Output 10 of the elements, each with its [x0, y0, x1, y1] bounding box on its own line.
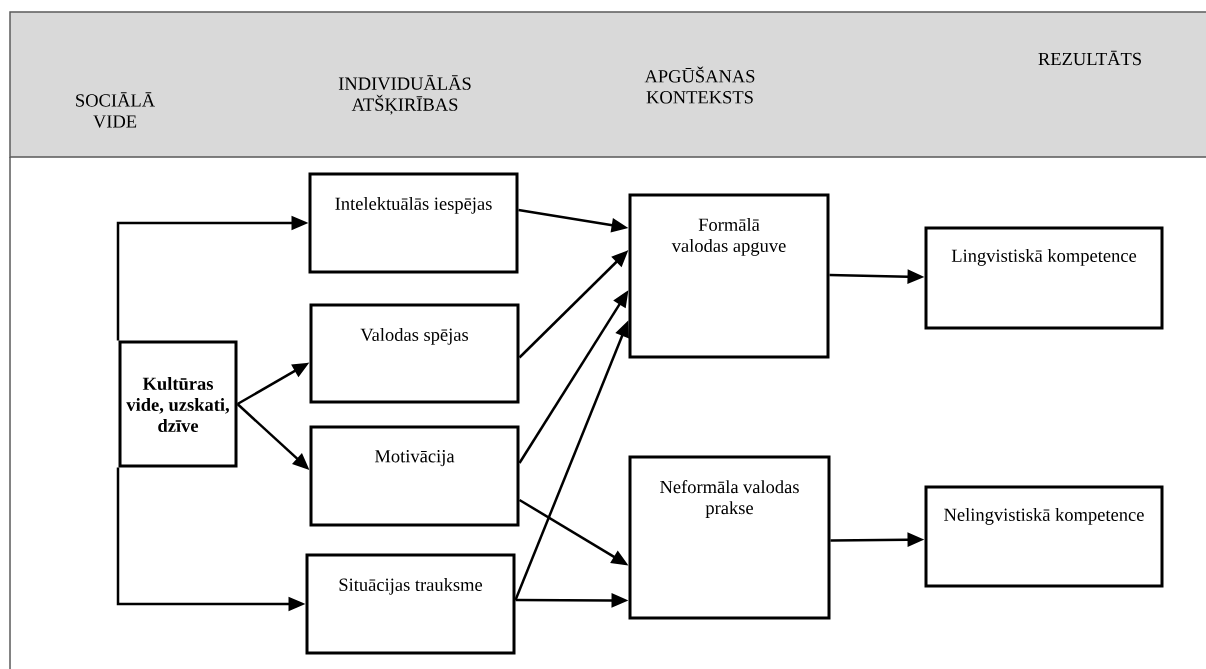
process-box: Valodas spējas	[309, 303, 520, 404]
process-box: Intelektuālās iespējas	[308, 172, 519, 274]
header-band: SOCIĀLĀ VIDE INDIVIDUĀLĀS ATŠĶIRĪBAS APGŪŠANAS KONTEKSTS REZULTĀTS	[9, 11, 1206, 158]
process-box: Formālā valodas apguve	[628, 193, 830, 359]
process-box: Kultūras vide, uzskati, dzīve	[118, 340, 238, 468]
process-box: Nelingvistiskā kompetence	[924, 485, 1164, 588]
process-box: Situācijas trauksme	[305, 553, 516, 655]
process-box: Lingvistiskā kompetence	[924, 226, 1164, 330]
process-box: Motivācija	[309, 425, 520, 527]
process-box: Neformāla valodas prakse	[628, 455, 831, 620]
